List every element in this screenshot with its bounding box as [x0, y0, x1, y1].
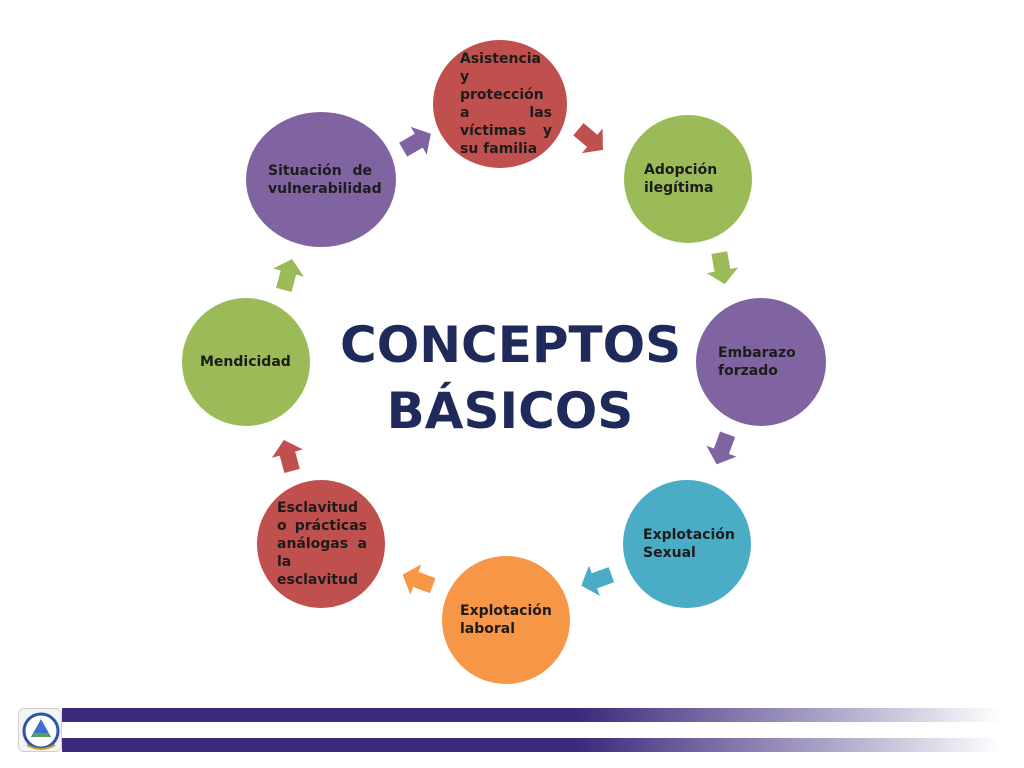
node-label: Adopción ilegítima	[644, 162, 718, 196]
arrow-shape	[399, 126, 431, 157]
arrow-explotacion-laboral-to-esclavitud	[397, 562, 437, 602]
node-adopcion: Adopción ilegítima	[624, 115, 752, 243]
diagram-title: CONCEPTOS BÁSICOS	[340, 312, 682, 444]
arrow-shape	[573, 123, 603, 154]
node-label: Situación de vulnerabilidad	[268, 162, 382, 197]
node-label: Asistencia y protección a las víctimas y…	[460, 51, 552, 157]
node-label: Explotación Sexual	[643, 527, 735, 561]
node-explotacion-sexual: Explotación Sexual	[623, 480, 751, 608]
nicaragua-emblem-icon	[18, 708, 62, 752]
node-vulnerabilidad: Situación de vulnerabilidad	[246, 112, 396, 247]
node-label: Esclavitud o prácticas análogas a la esc…	[277, 500, 367, 588]
node-label: Mendicidad	[200, 354, 291, 370]
node-explotacion-laboral: Explotación laboral	[442, 556, 570, 684]
arrow-shape	[581, 565, 615, 596]
arrow-shape	[706, 431, 737, 465]
node-label: Embarazo forzado	[718, 345, 796, 379]
arrow-shape	[272, 259, 304, 293]
arrow-mendicidad-to-vulnerabilidad	[266, 254, 306, 294]
arrow-shape	[271, 440, 303, 474]
title-line-1: CONCEPTOS	[340, 316, 682, 374]
node-esclavitud: Esclavitud o prácticas análogas a la esc…	[257, 480, 385, 608]
node-label: Explotación laboral	[460, 603, 552, 637]
arrow-esclavitud-to-mendicidad	[266, 436, 306, 476]
arrow-shape	[402, 564, 436, 595]
arrow-explotacion-sexual-to-explotacion-laboral	[577, 562, 617, 602]
node-embarazo: Embarazo forzado	[696, 298, 826, 426]
arrow-embarazo-to-explotacion-sexual	[704, 430, 744, 470]
arrow-asistencia-to-adopcion	[572, 118, 612, 158]
node-asistencia: Asistencia y protección a las víctimas y…	[433, 40, 567, 168]
arrow-vulnerabilidad-to-asistencia	[396, 120, 436, 160]
title-line-2: BÁSICOS	[386, 382, 634, 440]
footer-stripe-bottom	[62, 738, 1002, 752]
node-mendicidad: Mendicidad	[182, 298, 310, 426]
footer-stripe-top	[62, 708, 1002, 722]
arrow-adopcion-to-embarazo	[704, 248, 744, 288]
arrow-shape	[706, 251, 739, 285]
